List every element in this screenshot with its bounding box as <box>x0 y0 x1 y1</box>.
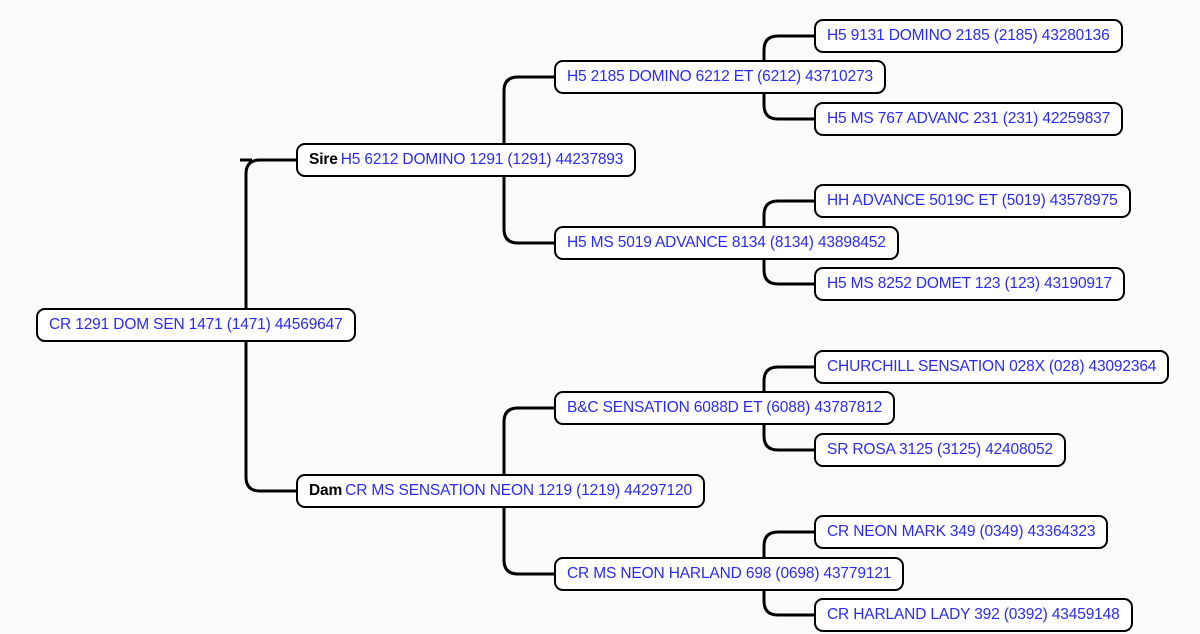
node-dam-role: Dam <box>309 482 343 499</box>
node-dam-sire-dam-name: SR ROSA 3125 (3125) 42408052 <box>827 441 1053 458</box>
node-root-name: CR 1291 DOM SEN 1471 (1471) 44569647 <box>49 316 343 333</box>
node-sire-dam-dam[interactable]: H5 MS 8252 DOMET 123 (123) 43190917 <box>814 267 1125 301</box>
node-sire-sire-dam[interactable]: H5 MS 767 ADVANC 231 (231) 42259837 <box>814 102 1124 136</box>
node-sire-sire-sire-name: H5 9131 DOMINO 2185 (2185) 43280136 <box>827 27 1110 44</box>
node-sire-sire-sire[interactable]: H5 9131 DOMINO 2185 (2185) 43280136 <box>814 19 1123 53</box>
node-dam-sire[interactable]: B&C SENSATION 6088D ET (6088) 43787812 <box>554 391 896 425</box>
node-sire-dam-sire-name: HH ADVANCE 5019C ET (5019) 43578975 <box>827 192 1118 209</box>
node-dam-name: CR MS SENSATION NEON 1219 (1219) 4429712… <box>345 482 692 499</box>
node-sire-name: H5 6212 DOMINO 1291 (1291) 44237893 <box>340 151 624 168</box>
node-sire-dam-name: H5 MS 5019 ADVANCE 8134 (8134) 43898452 <box>567 234 886 251</box>
node-dam-dam-sire[interactable]: CR NEON MARK 349 (0349) 43364323 <box>814 515 1109 549</box>
node-sire-role: Sire <box>309 151 338 168</box>
node-sire-dam-dam-name: H5 MS 8252 DOMET 123 (123) 43190917 <box>827 275 1112 292</box>
node-sire-dam-sire[interactable]: HH ADVANCE 5019C ET (5019) 43578975 <box>814 184 1131 218</box>
node-sire-sire-name: H5 2185 DOMINO 6212 ET (6212) 43710273 <box>567 68 873 85</box>
node-dam-dam-name: CR MS NEON HARLAND 698 (0698) 43779121 <box>567 565 892 582</box>
node-dam-dam-dam[interactable]: CR HARLAND LADY 392 (0392) 43459148 <box>814 598 1133 632</box>
node-dam-sire-dam[interactable]: SR ROSA 3125 (3125) 42408052 <box>814 433 1066 467</box>
node-sire-sire[interactable]: H5 2185 DOMINO 6212 ET (6212) 43710273 <box>554 60 886 94</box>
node-dam-sire-sire-name: CHURCHILL SENSATION 028X (028) 43092364 <box>827 358 1157 375</box>
node-dam-dam-sire-name: CR NEON MARK 349 (0349) 43364323 <box>827 523 1096 540</box>
node-root[interactable]: CR 1291 DOM SEN 1471 (1471) 44569647 <box>36 308 356 342</box>
node-dam-sire-name: B&C SENSATION 6088D ET (6088) 43787812 <box>567 399 883 416</box>
node-sire-sire-dam-name: H5 MS 767 ADVANC 231 (231) 42259837 <box>827 110 1111 127</box>
node-dam-sire-sire[interactable]: CHURCHILL SENSATION 028X (028) 43092364 <box>814 350 1170 384</box>
node-dam-dam[interactable]: CR MS NEON HARLAND 698 (0698) 43779121 <box>554 557 905 591</box>
node-dam-dam-dam-name: CR HARLAND LADY 392 (0392) 43459148 <box>827 606 1120 623</box>
node-sire-dam[interactable]: H5 MS 5019 ADVANCE 8134 (8134) 43898452 <box>554 226 899 260</box>
